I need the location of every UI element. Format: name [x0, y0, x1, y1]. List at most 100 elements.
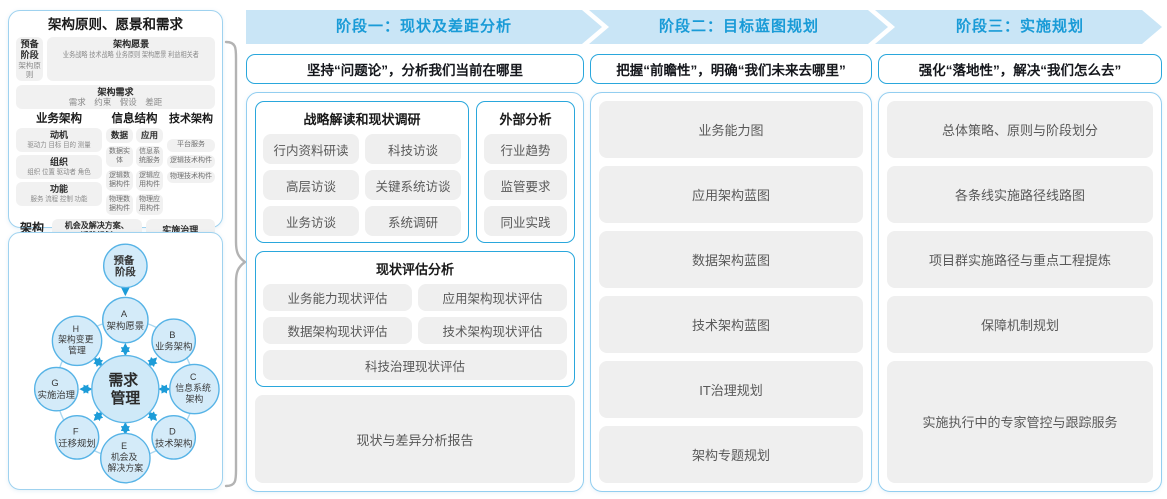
data-item: 逻辑数据构件 [106, 170, 133, 191]
phase-1-header: 阶段一：现状及差距分析 [335, 18, 512, 35]
assessment-title: 现状评估分析 [375, 262, 454, 277]
prep-phase-circle [102, 243, 148, 289]
node-a-label: A 架构愿景 [107, 309, 144, 331]
prep-phase-label: 预备 阶段 [114, 254, 138, 279]
framework-columns: 业务架构 动机 驱动力 目标 目的 测量 组织 组织 位置 驱动者 角色 功能 … [16, 113, 215, 215]
governance-title: 实施治理 [162, 225, 199, 235]
motivation-box: 动机 驱动力 目标 目的 测量 [16, 128, 102, 152]
node-e-label: E 机会及 解决方案 [108, 441, 144, 473]
assessment-wide-item: 科技治理现状评估 [263, 350, 567, 380]
vision-box: 架构愿景 业务战略 技术战略 业务原则 架构愿景 利益相关者 [47, 37, 215, 81]
assessment-item: 技术架构现状评估 [418, 317, 567, 344]
application-subcolumn: 应用 信息系统服务 逻辑应用构件 物理应用构件 [136, 128, 163, 215]
function-box: 功能 服务 流程 控制 功能 [16, 182, 102, 206]
function-title: 功能 [49, 184, 68, 194]
business-arch-title: 业务架构 [36, 113, 82, 125]
technical-column: 技术架构 平台服务 逻辑技术构件 物理技术构件 [167, 113, 215, 215]
information-title: 信息结构 [111, 113, 158, 125]
phase-2-quote: 把握“前瞻性”，明确“我们未来去哪里” [590, 54, 872, 84]
phase-1-arrow [246, 10, 602, 44]
adm-cycle-panel: 预备 阶段 A 架构愿景 B 业务架构 C 信息系统 架构 D 技术架构 E [8, 232, 223, 490]
framework-panel: 架构原则、愿景和需求 预备阶段 架构原则 架构愿景 业务战略 技术战略 业务原则… [8, 10, 223, 251]
technical-item: 物理技术构件 [167, 170, 215, 183]
phase-3-item: 总体策略、原则与阶段划分 [887, 101, 1153, 158]
technical-item: 平台服务 [167, 139, 215, 152]
node-d-circle [151, 415, 197, 460]
phase-2-header: 阶段二：目标蓝图规划 [658, 18, 819, 35]
node-c-circle [169, 363, 220, 415]
prep-phase-box: 预备阶段 架构原则 [16, 37, 44, 81]
technical-item: 逻辑技术构件 [167, 155, 215, 168]
node-h-circle [51, 315, 103, 367]
function-sub: 服务 流程 控制 功能 [30, 196, 88, 203]
phase-2-item: 应用架构蓝图 [599, 166, 863, 223]
phase-3-quote: 强化“落地性”，解决“我们怎么去” [878, 54, 1162, 84]
motivation-sub: 驱动力 目标 目的 测量 [27, 142, 91, 149]
brace-icon [224, 40, 246, 488]
external-item: 监管要求 [484, 170, 567, 200]
phase-2-item: 技术架构蓝图 [599, 296, 863, 353]
phase-3-tall-item: 实施执行中的专家管控与跟踪服务 [887, 360, 1153, 483]
phase-2-item: 业务能力图 [599, 101, 863, 158]
phase-3-item: 保障机制规划 [887, 295, 1153, 353]
node-f-circle [54, 415, 100, 460]
application-item: 信息系统服务 [136, 146, 163, 167]
external-item: 行业趋势 [484, 134, 567, 164]
research-item: 高层访谈 [263, 170, 359, 200]
phase-arrow-band [246, 10, 1162, 44]
research-item: 业务访谈 [263, 206, 359, 236]
phase-3-item: 各条线实施路径线路图 [887, 165, 1153, 223]
node-d-label: D 技术架构 [155, 426, 192, 448]
node-g-label: G 实施治理 [38, 378, 76, 400]
application-item: 物理应用构件 [136, 194, 163, 215]
phase-3-arrow [875, 10, 1162, 44]
phase-2-arrow [589, 10, 888, 44]
requirements-mgmt-circle [91, 354, 160, 424]
strategy-research-box: 战略解读和现状调研 行内资料研读 科技访谈 高层访谈 关键系统访谈 业务访谈 系… [255, 101, 469, 243]
adm-cycle-diagram: 预备 阶段 A 架构愿景 B 业务架构 C 信息系统 架构 D 技术架构 E [33, 243, 220, 484]
requirements-title: 架构需求 [97, 87, 134, 97]
assessment-item: 业务能力现状评估 [263, 284, 412, 311]
phase-2-item: 架构专题规划 [599, 426, 863, 483]
node-b-circle [151, 318, 197, 364]
phase-3-header: 阶段三：实施规划 [955, 18, 1084, 35]
vision-title: 架构愿景 [113, 39, 150, 49]
node-h-label: H 架构变更 管理 [58, 324, 96, 356]
node-e-circle [100, 432, 151, 484]
framework-top-row: 预备阶段 架构原则 架构愿景 业务战略 技术战略 业务原则 架构愿景 利益相关者 [16, 37, 215, 81]
assessment-box: 现状评估分析 业务能力现状评估 应用架构现状评估 数据架构现状评估 技术架构现状… [255, 251, 575, 387]
research-item: 关键系统访谈 [365, 170, 461, 200]
node-g-circle [33, 366, 79, 412]
organization-title: 组织 [49, 157, 68, 167]
information-column: 信息结构 数据 数据实体 逻辑数据构件 物理数据构件 应用 信息系统服务 逻辑应… [106, 113, 163, 215]
prep-phase-sub: 架构原则 [18, 61, 41, 79]
vision-sub: 业务战略 技术战略 业务原则 架构愿景 利益相关者 [63, 50, 200, 59]
node-c-label: C 信息系统 架构 [175, 372, 213, 404]
organization-box: 组织 组织 位置 驱动者 角色 [16, 155, 102, 179]
motivation-title: 动机 [49, 130, 68, 140]
data-item: 数据实体 [106, 146, 133, 167]
phase-1-column: 战略解读和现状调研 行内资料研读 科技访谈 高层访谈 关键系统访谈 业务访谈 系… [246, 92, 584, 492]
data-subcolumn: 数据 数据实体 逻辑数据构件 物理数据构件 [106, 128, 133, 215]
external-analysis-title: 外部分析 [499, 112, 552, 127]
assessment-item: 应用架构现状评估 [418, 284, 567, 311]
node-b-label: B 业务架构 [155, 330, 192, 352]
requirements-sub: 需求 约束 假设 差距 [68, 97, 163, 107]
opportunities-title-line1: 机会及解决方案、 [64, 221, 129, 230]
external-item: 同业实践 [484, 206, 567, 236]
phase-3-item: 项目群实施路径与重点工程提炼 [887, 230, 1153, 288]
framework-title: 架构原则、愿景和需求 [48, 17, 183, 32]
organization-sub: 组织 位置 驱动者 角色 [27, 169, 91, 176]
phase-2-item: 数据架构蓝图 [599, 231, 863, 288]
strategy-research-title: 战略解读和现状调研 [303, 112, 421, 127]
research-item: 系统调研 [365, 206, 461, 236]
research-item: 科技访谈 [365, 134, 461, 164]
business-arch-column: 业务架构 动机 驱动力 目标 目的 测量 组织 组织 位置 驱动者 角色 功能 … [16, 113, 102, 215]
data-item: 物理数据构件 [106, 194, 133, 215]
application-item: 逻辑应用构件 [136, 170, 163, 191]
data-title: 数据 [106, 128, 133, 143]
adm-circles [33, 243, 220, 484]
application-title: 应用 [136, 128, 163, 143]
research-item: 行内资料研读 [263, 134, 359, 164]
